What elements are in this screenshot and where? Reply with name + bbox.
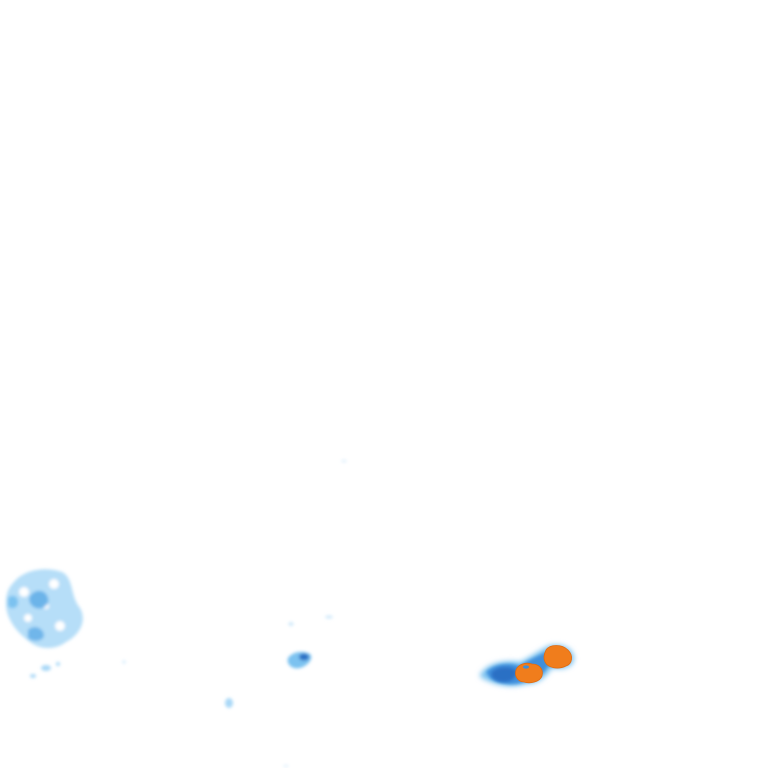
west-specks xyxy=(30,459,347,768)
west-cluster-core-2 xyxy=(28,627,44,641)
east-storm-cell xyxy=(479,644,574,687)
west-cluster-gap-2 xyxy=(49,579,59,589)
central-small-cell xyxy=(287,651,312,669)
central-cell-core xyxy=(299,653,309,661)
west-cluster-core-1 xyxy=(29,590,49,609)
speck xyxy=(56,662,60,666)
speck xyxy=(341,459,347,463)
east-cell-heavy-notch xyxy=(523,665,529,669)
east-cell-moderate-dark xyxy=(491,667,517,682)
speck xyxy=(41,665,51,671)
speck xyxy=(283,764,289,768)
speck xyxy=(288,622,294,626)
speck xyxy=(225,698,233,708)
west-cluster-core-3 xyxy=(8,595,18,609)
east-cell-heavy-secondary xyxy=(515,662,543,684)
west-cluster-gap-1 xyxy=(19,587,29,597)
speck xyxy=(325,615,333,619)
west-cluster-gap-4 xyxy=(55,621,65,631)
east-cell-heavy-main xyxy=(543,645,572,669)
west-cluster xyxy=(6,569,83,648)
west-cluster-gap-3 xyxy=(24,614,32,622)
speck xyxy=(122,660,126,664)
speck xyxy=(30,674,36,678)
